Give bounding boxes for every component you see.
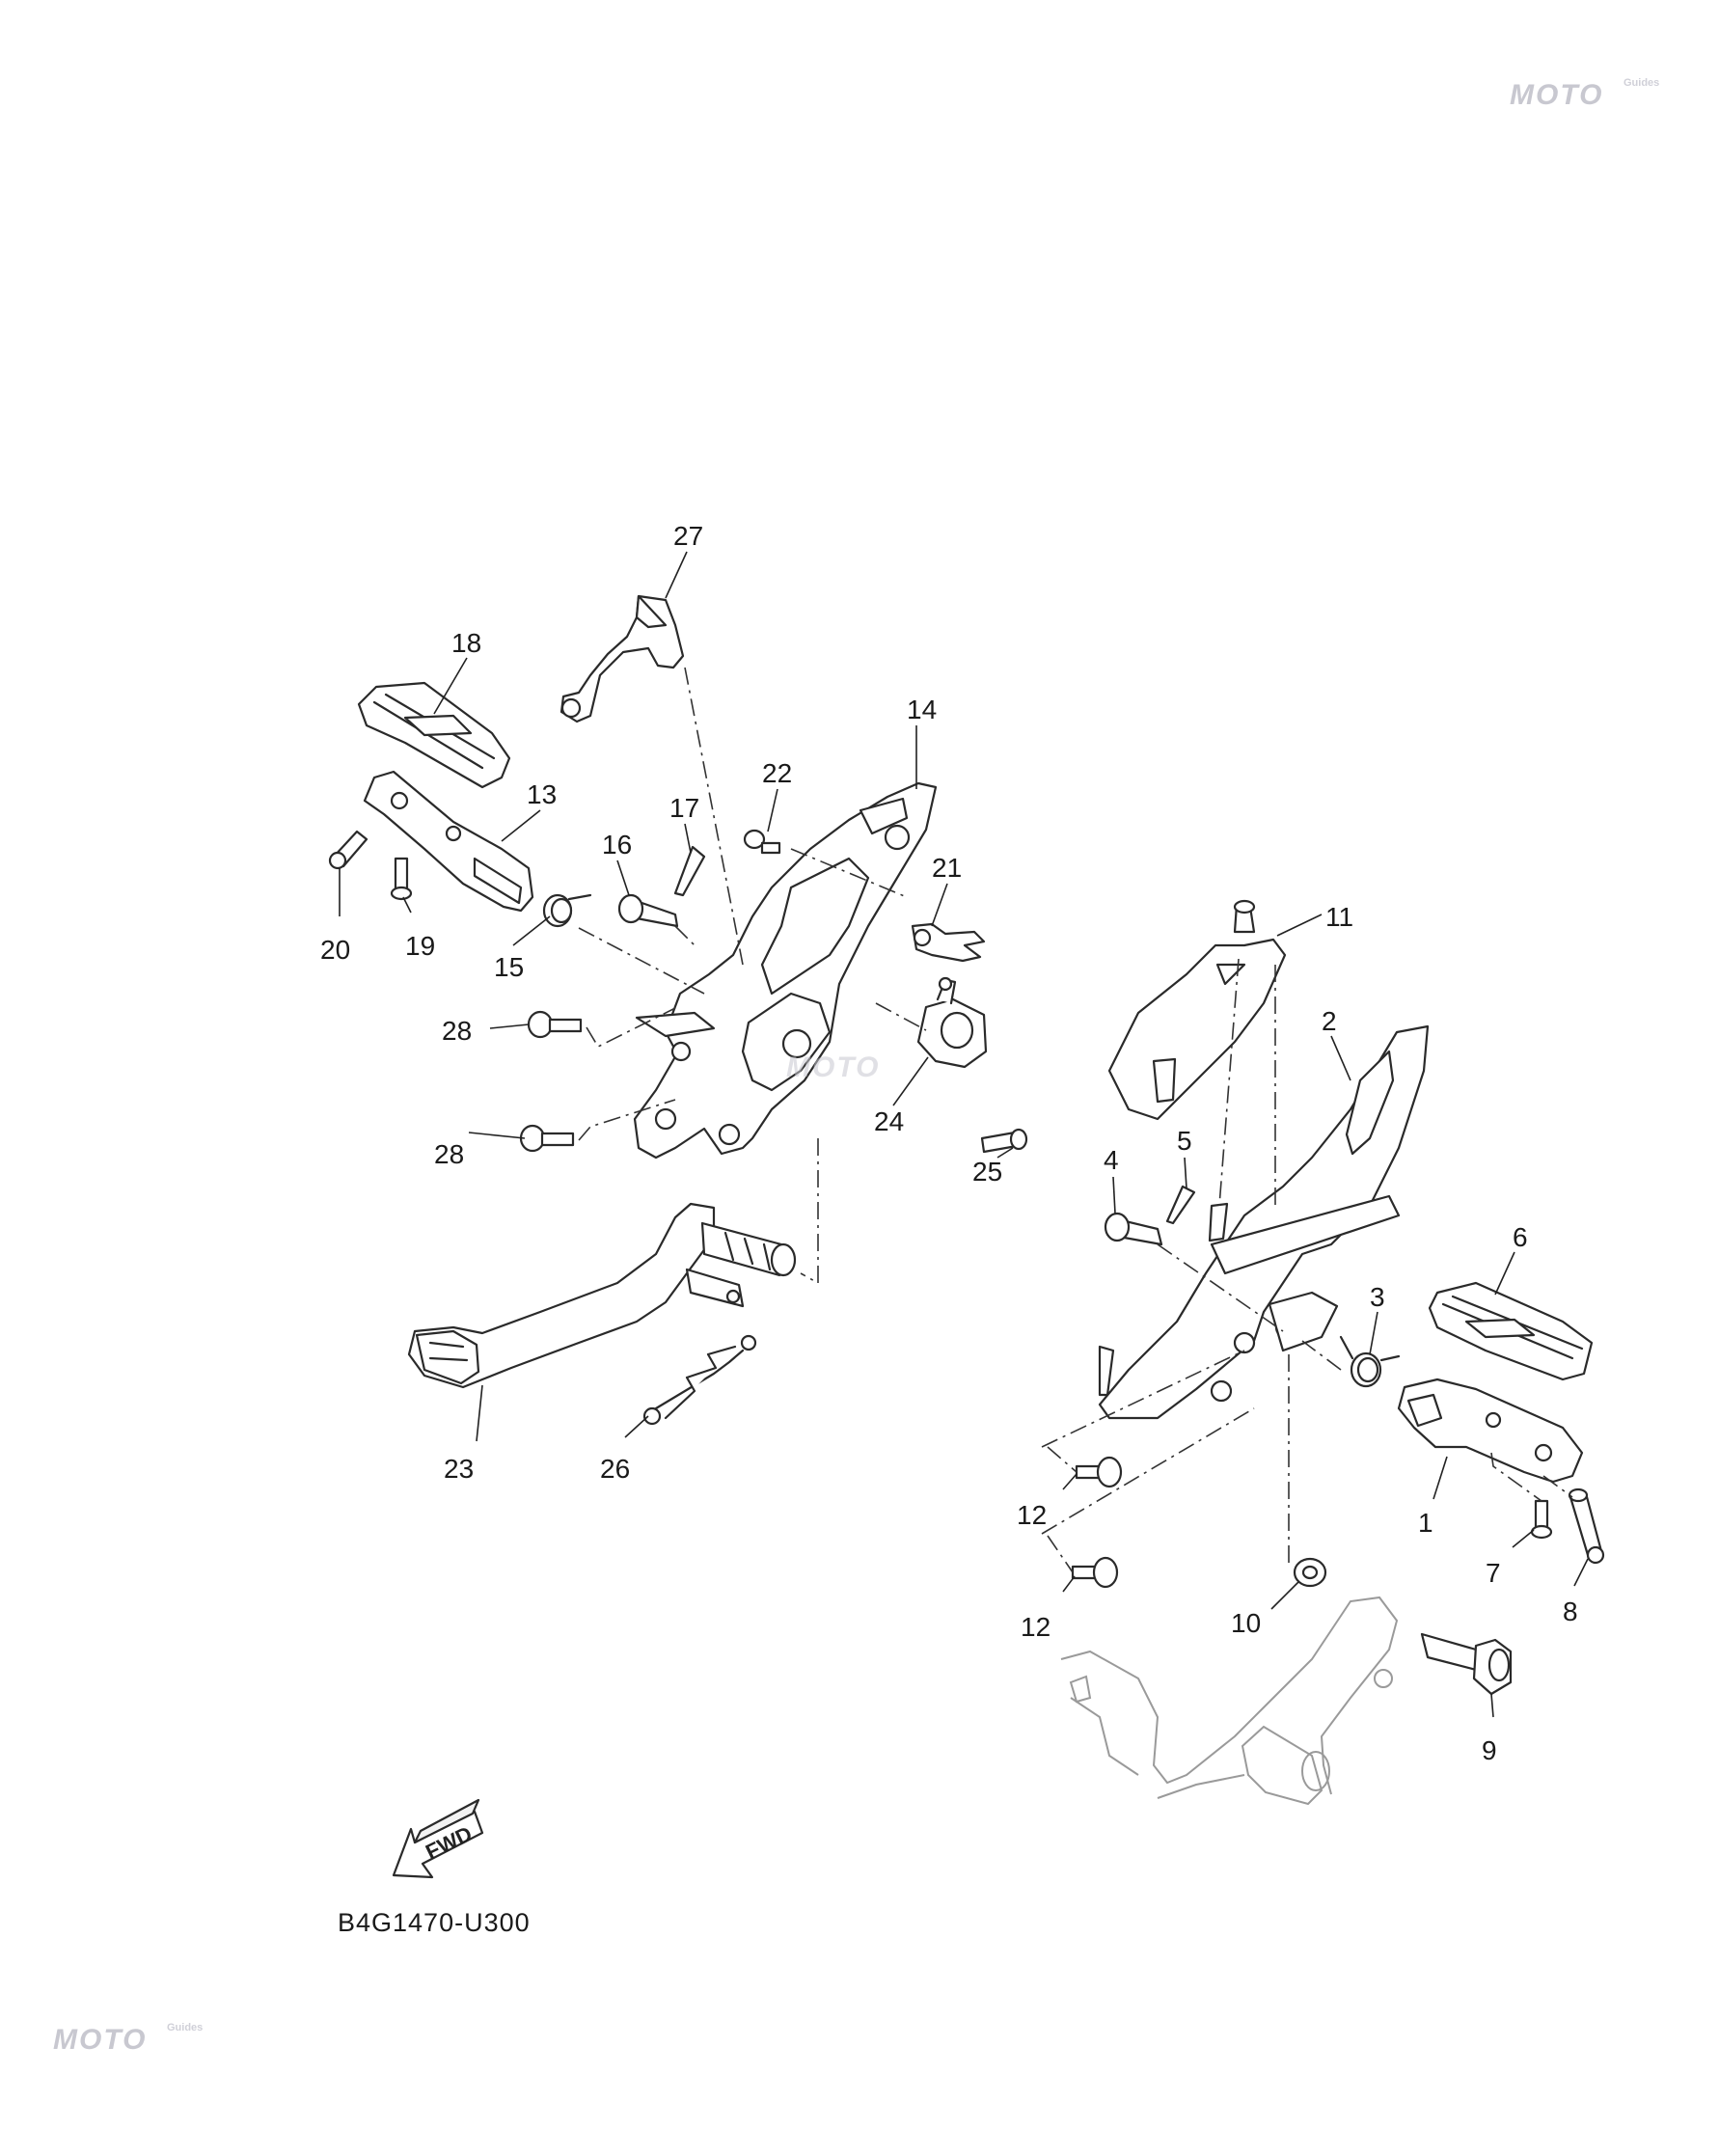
watermark-sub: Guides [1624,77,1660,89]
callout-11: 11 [1325,902,1353,932]
callout-3: 3 [1370,1282,1385,1312]
part-9-bolt [1420,1632,1513,1696]
watermark-logo-bottom: MOTO Guides [53,2022,203,2057]
callout-19: 19 [405,931,435,961]
part-24-switch [916,976,988,1069]
callout-5: 5 [1177,1126,1192,1156]
callout-12-upper: 12 [1017,1500,1047,1530]
callout-14: 14 [907,695,937,724]
part-13-footrest [363,770,534,913]
callout-15: 15 [494,952,524,982]
callout-12-lower: 12 [1021,1612,1050,1642]
callout-17: 17 [669,793,699,823]
part-27-bracket [559,594,685,723]
callout-26: 26 [600,1454,630,1484]
part-20-pin [328,830,368,870]
callout-7: 7 [1486,1558,1501,1588]
part-2-main-bracket [1098,1024,1430,1420]
part-22-bolt [743,829,781,855]
callout-1: 1 [1418,1508,1433,1538]
part-23-brake-pedal [407,1202,797,1389]
part-28-bolt-lower [519,1124,575,1153]
callout-28-upper: 28 [442,1016,472,1046]
part-25-screw [980,1128,1028,1154]
part-14-main-bracket [633,781,938,1160]
callout-labels: 27 18 14 22 17 13 16 21 20 19 15 28 28 2… [320,521,1578,1765]
part-10-washer [1293,1557,1327,1588]
part-26-spring [642,1334,757,1426]
part-11-bracket [1107,899,1287,1121]
frame-phantom [1060,1596,1399,1806]
callout-4: 4 [1104,1145,1119,1175]
callout-23: 23 [444,1454,474,1484]
callout-28-lower: 28 [434,1139,464,1169]
callout-25: 25 [972,1157,1002,1187]
leader-lines [339,551,1589,1718]
part-7-bolt [1530,1499,1553,1540]
diagram-code: B4G1470-U300 [338,1908,531,1937]
part-19-bolt [390,857,413,901]
part-8-pin [1568,1487,1605,1565]
callout-8: 8 [1563,1597,1578,1626]
watermark-logo-center: MOTO [786,1051,880,1084]
part-18-footrest-rubber [357,681,511,789]
callout-6: 6 [1513,1222,1528,1252]
watermark-sub: Guides [167,2022,204,2033]
part-15-spring [542,893,592,928]
assembly-lines [578,667,1573,1573]
callout-18: 18 [451,628,481,658]
watermark-brand: MOTO [786,1051,881,1083]
part-6-footrest-rubber [1428,1281,1594,1381]
callout-16: 16 [602,830,632,860]
part-21-plate [911,922,986,963]
watermark-brand: MOTO [1510,79,1604,111]
watermark-brand: MOTO [53,2024,148,2056]
part-3-spring [1339,1335,1401,1388]
callout-20: 20 [320,935,350,965]
part-17-cotter-pin [673,845,706,897]
part-12-bolt-upper [1075,1456,1123,1488]
part-12-bolt-lower [1071,1556,1119,1589]
part-5-cotter-pin [1165,1185,1196,1225]
part-28-bolt-upper [527,1010,583,1039]
callout-9: 9 [1482,1735,1497,1765]
callout-24: 24 [874,1106,904,1136]
fwd-arrow-icon: FWD [392,1798,484,1879]
callout-21: 21 [932,853,962,883]
part-4-pin [1104,1212,1163,1246]
part-1-footrest [1397,1378,1584,1484]
callout-10: 10 [1231,1608,1261,1638]
watermark-logo-top: MOTO Guides [1510,77,1659,112]
part-16-pin [617,893,679,928]
callout-13: 13 [527,779,557,809]
callout-27: 27 [673,521,703,551]
callout-22: 22 [762,758,792,788]
callout-2: 2 [1322,1006,1337,1036]
